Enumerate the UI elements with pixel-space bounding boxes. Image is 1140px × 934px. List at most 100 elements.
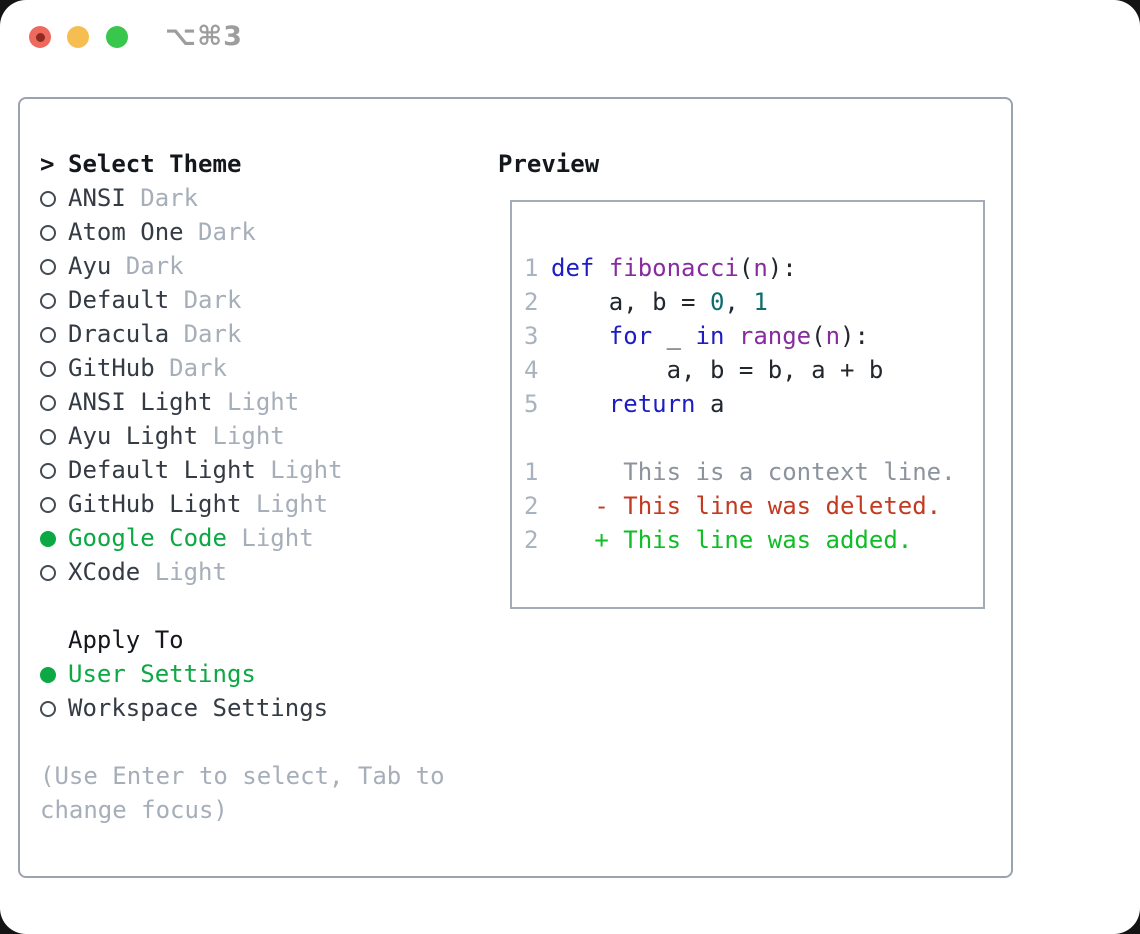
diff-text-deleted: - This line was deleted.	[551, 492, 942, 520]
code-token-pl	[551, 322, 609, 350]
radio-unselected-icon	[40, 317, 68, 351]
code-token-pl: (	[738, 254, 754, 282]
theme-variant-badge: Dark	[169, 320, 242, 348]
code-token-pl: a	[695, 390, 725, 418]
code-token-pl: (	[811, 322, 826, 350]
apply-option-label: User Settings	[68, 660, 256, 688]
theme-option-ayu-light-light[interactable]: Ayu Light Light	[40, 419, 445, 453]
radio-unselected-icon	[40, 555, 68, 589]
theme-name: Default	[68, 286, 170, 314]
line-number: 1	[524, 458, 539, 486]
record-dot-icon	[35, 32, 45, 42]
theme-name: ANSI	[68, 184, 126, 212]
line-number: 2	[524, 288, 539, 316]
radio-selected-icon	[40, 521, 68, 555]
line-number: 1	[524, 254, 539, 282]
code-line: 5 return a	[524, 387, 983, 421]
code-token-lit: 0	[709, 288, 725, 316]
preview-title: Preview	[498, 150, 600, 178]
radio-unselected-icon	[40, 487, 68, 521]
code-token-pl	[594, 254, 608, 282]
select-theme-header: > Select Theme	[40, 147, 445, 181]
theme-option-google-code-light[interactable]: Google Code Light	[40, 521, 445, 555]
help-text-line-2: change focus)	[40, 796, 228, 824]
radio-selected-icon	[40, 657, 68, 691]
code-token-kw: return	[608, 390, 696, 418]
diff-line-added: 2 + This line was added.	[524, 523, 983, 557]
apply-option-user-settings[interactable]: User Settings	[40, 657, 445, 691]
code-token-lit: 1	[753, 288, 768, 316]
code-token-pl: ,	[724, 288, 754, 316]
window-shortcut-label: ⌥⌘3	[165, 21, 243, 52]
diff-text-context: This is a context line.	[551, 458, 956, 486]
theme-variant-badge: Light	[198, 422, 285, 450]
close-button[interactable]	[29, 26, 51, 48]
code-token-fn: fibonacci	[608, 254, 739, 282]
apply-option-workspace-settings[interactable]: Workspace Settings	[40, 691, 445, 725]
theme-option-ayu-dark[interactable]: Ayu Dark	[40, 249, 445, 283]
theme-option-atom-one-dark[interactable]: Atom One Dark	[40, 215, 445, 249]
radio-unselected-icon	[40, 181, 68, 215]
theme-name: ANSI Light	[68, 388, 213, 416]
theme-variant-badge: Light	[212, 388, 300, 416]
theme-name: GitHub	[68, 354, 155, 382]
code-token-fn: n	[825, 322, 841, 350]
theme-name: Dracula	[68, 320, 170, 348]
blank-line	[524, 421, 983, 455]
theme-option-default-light-light[interactable]: Default Light Light	[40, 453, 445, 487]
theme-option-dracula-dark[interactable]: Dracula Dark	[40, 317, 445, 351]
titlebar: ⌥⌘3	[0, 0, 1140, 72]
theme-option-ansi-dark[interactable]: ANSI Dark	[40, 181, 445, 215]
theme-variant-badge: Light	[140, 558, 227, 586]
code-line: 3 for _ in range(n):	[524, 319, 983, 353]
code-line: 2 a, b = 0, 1	[524, 285, 983, 319]
theme-option-xcode-light[interactable]: XCode Light	[40, 555, 445, 589]
help-text: (Use Enter to select, Tab to change focu…	[40, 759, 445, 827]
radio-unselected-icon	[40, 351, 68, 385]
theme-variant-badge: Dark	[169, 286, 242, 314]
code-token-fn: n	[753, 254, 768, 282]
theme-variant-badge: Dark	[154, 354, 227, 382]
theme-variant-badge: Light	[226, 524, 314, 552]
theme-name: XCode	[68, 558, 141, 586]
help-text-line-1: (Use Enter to select, Tab to	[40, 762, 445, 790]
code-token-kw: in	[695, 322, 725, 350]
apply-option-label: Workspace Settings	[68, 694, 329, 722]
theme-variant-badge: Dark	[125, 184, 199, 212]
theme-option-github-light-light[interactable]: GitHub Light Light	[40, 487, 445, 521]
radio-unselected-icon	[40, 419, 68, 453]
radio-unselected-icon	[40, 215, 68, 249]
theme-name: Google Code	[68, 524, 227, 552]
code-line: 4 a, b = b, a + b	[524, 353, 983, 387]
code-token-pl: ):	[767, 254, 797, 282]
theme-name: Ayu Light	[68, 422, 199, 450]
theme-variant-badge: Dark	[111, 252, 184, 280]
prompt-icon: >	[40, 150, 55, 178]
radio-unselected-icon	[40, 283, 68, 317]
theme-name: Atom One	[68, 218, 184, 246]
line-number: 3	[524, 322, 539, 350]
radio-unselected-icon	[40, 453, 68, 487]
select-theme-title: Select Theme	[68, 150, 242, 178]
spacer-row	[40, 589, 445, 623]
theme-option-ansi-light-light[interactable]: ANSI Light Light	[40, 385, 445, 419]
theme-variant-badge: Light	[241, 490, 329, 518]
code-token-fn: range	[738, 322, 812, 350]
spacer-row	[40, 725, 445, 759]
code-token-kw: def	[551, 254, 595, 282]
code-token-pl: a, b = b, a + b	[551, 356, 884, 384]
theme-option-github-dark[interactable]: GitHub Dark	[40, 351, 445, 385]
radio-unselected-icon	[40, 385, 68, 419]
code-line: 1 def fibonacci(n):	[524, 251, 983, 285]
theme-variant-badge: Light	[255, 456, 343, 484]
theme-option-default-dark[interactable]: Default Dark	[40, 283, 445, 317]
zoom-button[interactable]	[106, 26, 128, 48]
minimize-button[interactable]	[67, 26, 89, 48]
code-token-pl: ):	[840, 322, 869, 350]
apply-to-title: Apply To	[68, 626, 184, 654]
